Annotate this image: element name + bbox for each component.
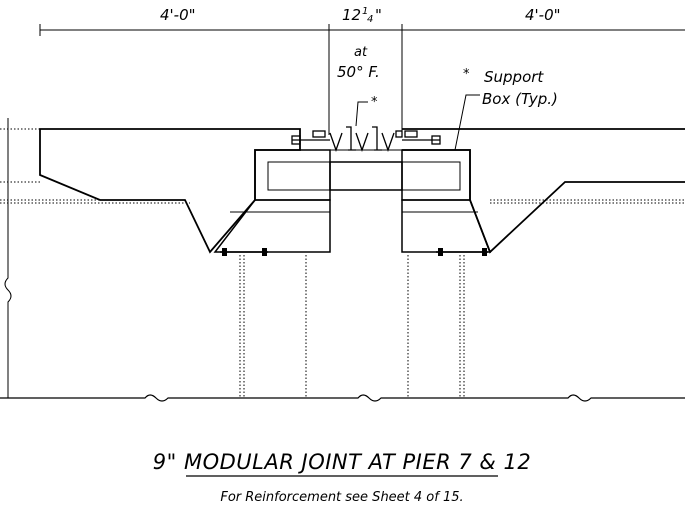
support-leader <box>454 94 480 151</box>
left-break-line <box>4 118 12 398</box>
svg-text:1: 1 <box>362 6 368 17</box>
svg-text:4: 4 <box>367 14 373 25</box>
asterisk-leader <box>355 101 368 127</box>
pier-columns-hidden <box>239 255 465 398</box>
asterisk-callout: * <box>371 95 378 110</box>
dimension-at: at <box>354 45 368 60</box>
dimension-left: 4'-0" <box>160 6 196 24</box>
bottom-break-line <box>0 394 685 402</box>
bearing-plates <box>220 248 488 256</box>
dimension-line <box>39 24 685 135</box>
support-label-line2: Box (Typ.) <box>482 90 558 108</box>
support-star: * <box>463 67 470 82</box>
center-beam <box>329 161 403 191</box>
dimension-center: 12 1 4 " <box>342 6 382 25</box>
dimension-right: 4'-0" <box>525 6 561 24</box>
drawing-title: 9" MODULAR JOINT AT PIER 7 & 12 <box>153 450 531 474</box>
svg-text:12: 12 <box>342 6 361 24</box>
dimension-temperature: 50° F. <box>337 63 380 81</box>
modular-seal-assembly <box>291 126 441 152</box>
left-deck-slab <box>39 128 301 254</box>
hidden-lines-horizontal <box>0 128 685 204</box>
right-support-box <box>401 149 492 253</box>
drawing-subtitle: For Reinforcement see Sheet 4 of 15. <box>220 490 463 505</box>
svg-text:": " <box>375 6 382 24</box>
left-support-box <box>213 149 331 253</box>
support-label-line1: Support <box>484 68 544 86</box>
